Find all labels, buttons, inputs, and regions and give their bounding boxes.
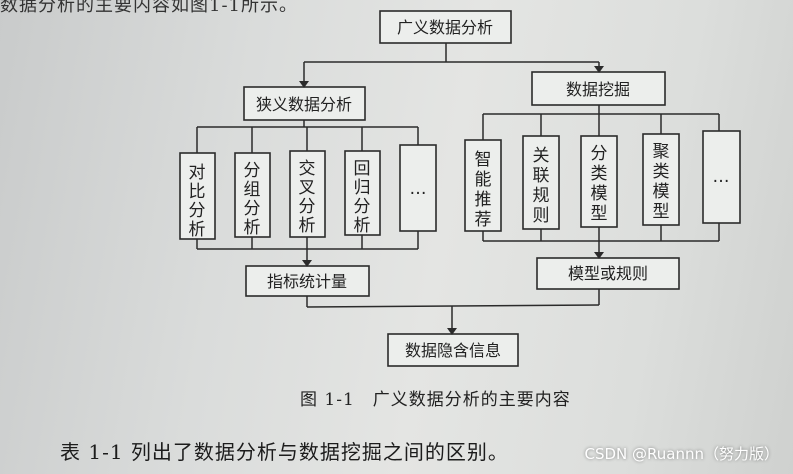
arrow-to-rules [594, 252, 604, 259]
mining-method-box-2: 关联规则 [522, 135, 560, 230]
data-mining-label: 数据挖掘 [566, 80, 630, 99]
figure-caption: 图 1-1 广义数据分析的主要内容 [300, 385, 589, 410]
method-label-grouping: 分组分析 [244, 161, 261, 238]
hidden-info-box: 数据隐含信息 [387, 333, 519, 367]
method-label-clustering: 聚类模型 [653, 142, 670, 222]
top-partial-text: 数据分析的主要内容如图1-1所示。 [0, 0, 298, 16]
indicator-stats-label: 指标统计量 [267, 272, 347, 291]
mining-method-box-5: … [702, 130, 741, 224]
method-label-more-mining: … [713, 167, 730, 187]
arrow-to-mining [594, 66, 604, 73]
model-rule-box: 模型或规则 [536, 257, 680, 290]
arrow-to-stats [302, 260, 312, 267]
narrow-method-box-2: 分组分析 [234, 152, 271, 238]
method-label-regression: 回归分析 [354, 159, 371, 236]
root-label: 广义数据分析 [397, 18, 493, 37]
narrow-method-box-3: 交叉分析 [289, 150, 326, 238]
narrow-analysis-label: 狭义数据分析 [256, 95, 352, 114]
model-rule-label: 模型或规则 [568, 264, 648, 283]
method-label-association: 关联规则 [533, 146, 550, 226]
narrow-analysis-box: 狭义数据分析 [243, 86, 366, 121]
mining-method-box-1: 智能推荐 [464, 139, 502, 232]
figure-number: 图 1-1 [300, 390, 355, 410]
hidden-info-label: 数据隐含信息 [405, 341, 501, 360]
method-label-more: … [410, 179, 427, 199]
watermark: CSDN @Ruannn（努力版） [584, 445, 779, 463]
method-label-contrast: 对比分析 [189, 163, 206, 240]
root-box: 广义数据分析 [379, 10, 512, 44]
mining-method-box-4: 聚类模型 [642, 133, 680, 226]
narrow-method-box-1: 对比分析 [179, 152, 216, 240]
mining-method-box-3: 分类模型 [580, 135, 618, 228]
arrow-to-narrow [299, 81, 309, 88]
arrow-to-hidden-info [447, 328, 457, 335]
body-text: 表 1-1 列出了数据分析与数据挖掘之间的区别。 [60, 440, 509, 464]
narrow-method-box-4: 回归分析 [344, 150, 381, 236]
method-label-classification: 分类模型 [591, 144, 608, 224]
method-label-cross: 交叉分析 [299, 159, 316, 236]
narrow-method-box-5: … [399, 144, 437, 232]
data-mining-box: 数据挖掘 [531, 71, 666, 106]
method-label-recommend: 智能推荐 [475, 150, 492, 230]
indicator-stats-box: 指标统计量 [245, 265, 370, 297]
figure-title: 广义数据分析的主要内容 [372, 390, 571, 410]
